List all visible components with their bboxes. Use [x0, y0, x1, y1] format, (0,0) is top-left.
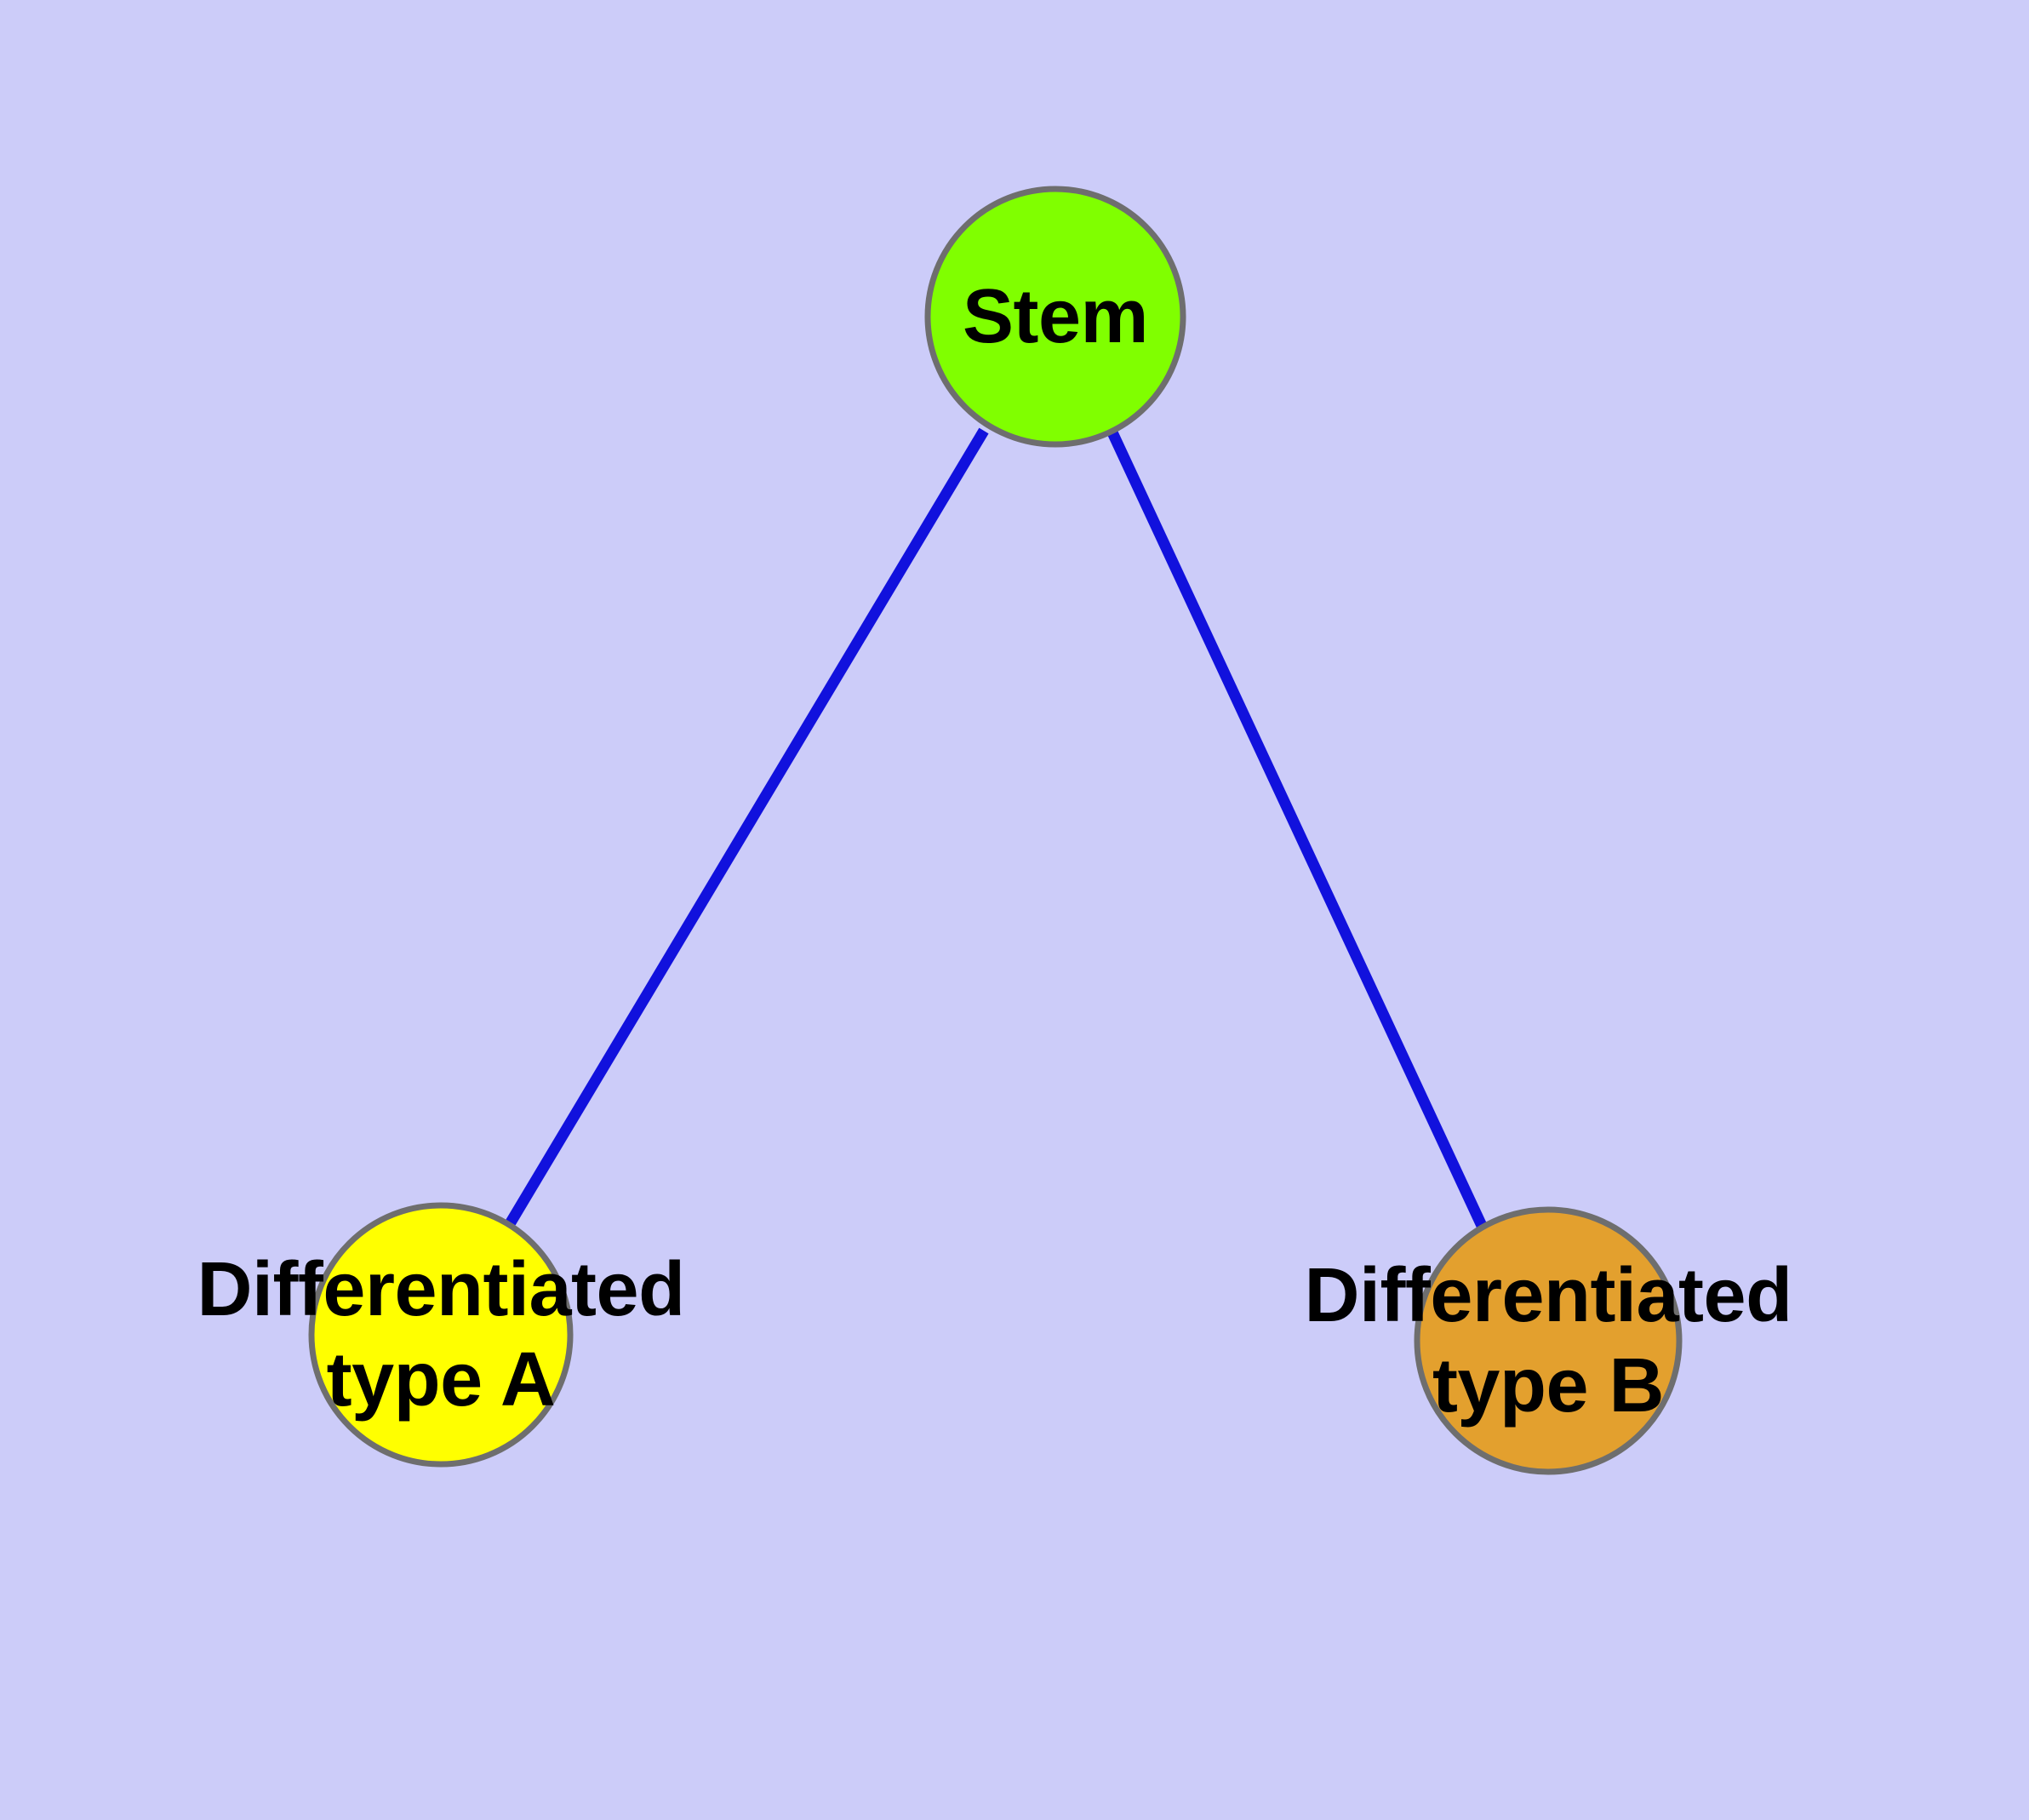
node-diff-b-circle[interactable] [1414, 1206, 1683, 1475]
edge-stem-to-diff-a [506, 427, 989, 1226]
node-stem-circle[interactable] [924, 186, 1186, 448]
node-layer [308, 186, 1683, 1475]
node-diff-a-circle[interactable] [308, 1202, 574, 1468]
edge-layer [506, 427, 1488, 1230]
edge-stem-to-diff-b [1107, 430, 1488, 1230]
